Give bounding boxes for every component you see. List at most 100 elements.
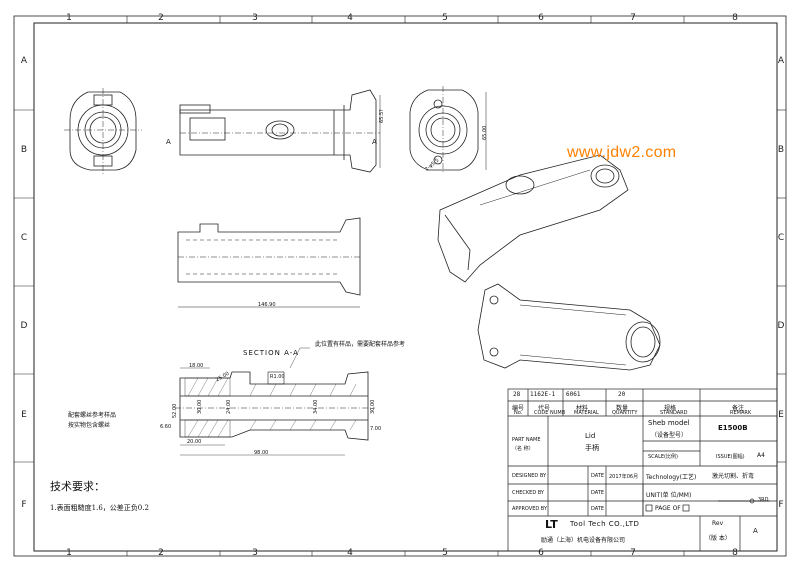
side-view (177, 217, 361, 308)
grid-col-2-bottom: 2 (158, 548, 164, 558)
tb-part-name-zh: 手柄 (585, 444, 599, 452)
tb-hdr-no-en: No. (514, 410, 523, 416)
note-sample: 此位置有样品，需要配套样品参考 (315, 341, 406, 348)
tb-scale-label: SCALE(比例) (648, 454, 678, 460)
tb-hdr-qty: 数量 (616, 405, 629, 412)
tb-designed-by: DESIGNED BY (512, 473, 547, 479)
tb-hdr-material: 材料 (576, 405, 589, 412)
grid-row-c-right: C (777, 233, 785, 243)
tb-date-3: DATE (591, 506, 605, 512)
tb-technology-label: Technology(工艺) (646, 474, 697, 481)
tb-hdr-code-en: CODE NUMB (534, 410, 566, 416)
tb-row-no: 28 (513, 391, 521, 398)
grid-col-5-bottom: 5 (442, 548, 448, 558)
tb-issue-value: A4 (757, 452, 765, 459)
grid-row-b: B (20, 145, 28, 155)
tb-projection: 3RD (758, 497, 769, 503)
grid-col-5: 5 (442, 13, 448, 23)
tb-design-date: 2017年06月 (609, 474, 639, 480)
grid-row-c: C (20, 233, 28, 243)
grid-col-3-bottom: 3 (252, 548, 258, 558)
section-title: SECTION A-A (243, 349, 299, 357)
tb-unit-label: UNIT(单 位/MM) (646, 492, 692, 499)
grid-col-8: 8 (732, 13, 738, 23)
company-name-cn: 励通（上海）机电设备有限公司 (541, 537, 626, 544)
tb-part-name-cn: （名 称） (512, 446, 534, 452)
dim-tube-length: 98.00 (254, 450, 269, 456)
right-end-view (409, 86, 487, 174)
grid-ticks (14, 16, 786, 556)
tb-date-2: DATE (591, 490, 605, 496)
tb-technology-value: 激光切割、折弯 (712, 473, 755, 480)
dim-bore: 18.00 (189, 363, 204, 369)
grid-col-6-bottom: 6 (538, 548, 544, 558)
tb-hdr-no: 编号 (512, 405, 525, 412)
tb-part-name-en: Lid (585, 432, 596, 440)
tb-issue-label: ISSUE(图幅) (716, 454, 745, 460)
tb-row-material: 6061 (566, 391, 581, 398)
dim-flange-width: 65.00 (482, 125, 488, 140)
section-marker-left: A (166, 138, 171, 146)
grid-row-e-right: E (778, 410, 784, 420)
grid-col-8-bottom: 8 (732, 548, 738, 558)
grid-col-4-bottom: 4 (347, 548, 353, 558)
left-end-view (64, 88, 142, 174)
company-name-en: Tool Tech CO.,LTD (570, 520, 640, 528)
grid-row-e: E (21, 410, 27, 420)
dim-e: 34.00 (313, 399, 319, 414)
grid-col-3: 3 (252, 13, 258, 23)
dim-k: 20.00 (187, 439, 202, 445)
section-marker-right: A (372, 138, 377, 146)
grid-col-1: 1 (66, 13, 72, 23)
grid-row-a: A (20, 56, 28, 66)
tb-model-label-cn: （设备型号） (651, 432, 688, 439)
dim-outer-diameter: 65.5? (379, 109, 385, 123)
tb-model-value: E1500B (718, 424, 748, 432)
grid-col-1-bottom: 1 (66, 548, 72, 558)
tb-model-label: Sheb model (648, 419, 690, 427)
section-view (175, 347, 375, 456)
dim-f: 6.60 (160, 424, 172, 430)
tb-part-name-label: PART NAME (512, 437, 541, 443)
note-screws-1: 配套螺丝参考样品 (68, 412, 117, 419)
front-view (179, 89, 381, 173)
iso-view-2 (477, 283, 661, 371)
tb-hdr-qty-en: QUANTITY (612, 410, 638, 416)
tb-hdr-standard: 规格 (664, 405, 677, 412)
dim-flange-diam: 52.00 (172, 403, 178, 418)
grid-row-b-right: B (777, 145, 785, 155)
tb-date-1: DATE (591, 473, 605, 479)
watermark: www.jdw2.com (567, 144, 677, 161)
dim-c: 30.00 (197, 399, 203, 414)
tb-rev-label-cn: （版 本） (705, 535, 731, 542)
tb-approved-by: APPROVED BY (512, 506, 548, 512)
grid-row-d: D (20, 321, 28, 331)
grid-col-4: 4 (347, 13, 353, 23)
dim-g: 7.00 (370, 426, 382, 432)
tb-hdr-standard-en: STANDARD (660, 410, 688, 416)
tb-checked-by: CHECKED BY (512, 490, 544, 496)
tb-rev-value: A (753, 527, 758, 535)
dim-overall-length: 146.90 (258, 302, 276, 308)
company-logo: LT (545, 518, 558, 531)
tb-hdr-code: 代号 (538, 405, 551, 412)
tb-hdr-remark-en: REMARK (730, 410, 752, 416)
grid-row-f-right: F (778, 500, 784, 510)
dim-e-right: 30.00 (370, 399, 376, 414)
dim-h: R1.00 (270, 374, 285, 380)
grid-col-7: 7 (630, 13, 636, 23)
note-screws-2: 按实物包含螺丝 (68, 422, 111, 429)
requirements-item-1: 1.表面粗糙度1.6，公差正负0.2 (50, 504, 149, 512)
tb-row-qty: 20 (618, 391, 626, 398)
grid-col-2: 2 (158, 13, 164, 23)
tb-row-code: 1162E-1 (530, 391, 556, 398)
tb-page-label: PAGE OF (655, 505, 681, 512)
tb-hdr-material-en: MATERIAL (574, 410, 599, 416)
inner-frame (33, 22, 778, 552)
tb-hdr-remark: 备注 (732, 405, 745, 412)
grid-col-6: 6 (538, 13, 544, 23)
iso-view-1 (437, 154, 629, 283)
grid-row-d-right: D (777, 321, 785, 331)
